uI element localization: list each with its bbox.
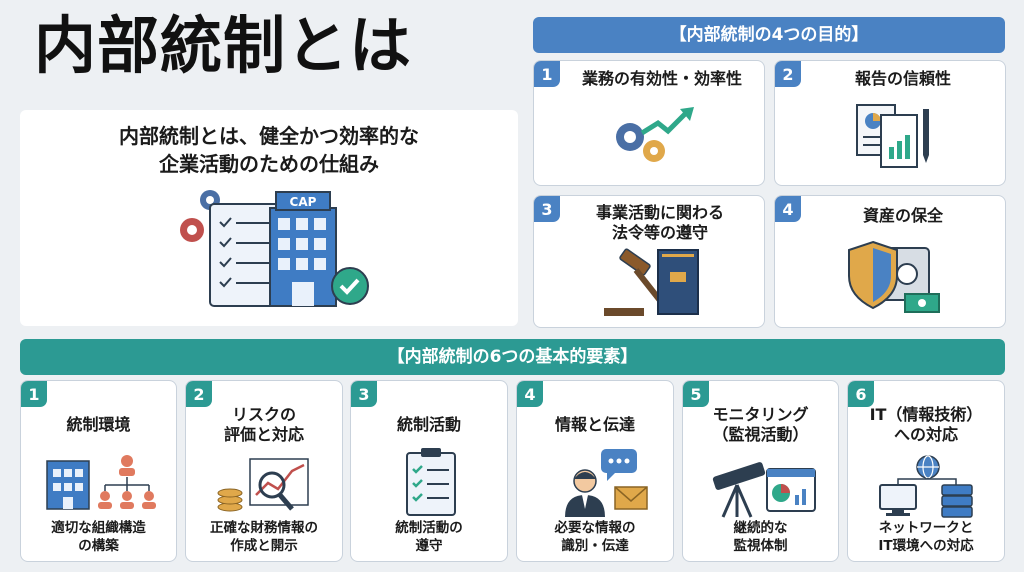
element-card-2: 2 リスクの 評価と対応 正確な財務情報の 作成と開示 — [185, 380, 343, 562]
element-card-1: 1 統制環境 適切な組織構造 の構築 — [20, 380, 177, 562]
purpose-card-4: 4 資産の保全 — [774, 195, 1006, 328]
element-title: モニタリング （監視活動） — [712, 405, 809, 444]
building-checklist-icon: CAP — [180, 190, 369, 307]
element-caption: ネットワークと IT環境への対応 — [878, 520, 974, 554]
purpose-number: 2 — [775, 61, 801, 87]
element-card-3: 3 統制活動 統制活動の 遵守 — [350, 380, 508, 562]
definition-panel: 内部統制とは、健全かつ効率的な 企業活動のための仕組み CAP — [20, 110, 518, 326]
element-card-6: 6 IT（情報技術） への対応 ネットワークと IT環境への対応 — [847, 380, 1005, 562]
element-number: 2 — [186, 381, 212, 407]
element-card-4: 4 情報と伝達 必要な情報の 識別・伝達 — [516, 380, 674, 562]
purpose-label: 事業活動に関わる 法令等の遵守 — [595, 203, 724, 242]
purpose-number: 1 — [534, 61, 560, 87]
purpose-card-3: 3 事業活動に関わる 法令等の遵守 — [533, 195, 765, 328]
purpose-label: 業務の有効性・効率性 — [581, 69, 742, 88]
gavel-law-book-icon — [604, 248, 699, 316]
element-title: IT（情報技術） への対応 — [869, 405, 983, 444]
element-number: 3 — [351, 381, 377, 407]
element-title: 統制環境 — [66, 415, 131, 434]
report-documents-icon — [856, 104, 929, 168]
definition-line-1: 内部統制とは、健全かつ効率的な — [119, 124, 419, 148]
network-server-icon — [879, 455, 973, 518]
definition-line-2: 企業活動のための仕組み — [159, 152, 379, 176]
element-number: 5 — [683, 381, 709, 407]
organization-icon — [46, 455, 156, 510]
element-number: 4 — [517, 381, 543, 407]
purpose-label: 資産の保全 — [862, 206, 943, 225]
element-card-5: 5 モニタリング （監視活動） 継続的な 監視体制 — [682, 380, 839, 562]
elements-header: 【内部統制の6つの基本的要素】 — [20, 339, 1005, 375]
purpose-label: 報告の信頼性 — [854, 69, 951, 88]
page-title: 内部統制とは — [34, 9, 413, 82]
communication-icon — [565, 449, 648, 517]
shield-safe-icon — [848, 240, 940, 313]
element-caption: 正確な財務情報の 作成と開示 — [210, 520, 318, 554]
purposes-header: 【内部統制の4つの目的】 — [533, 17, 1005, 53]
purpose-card-1: 1 業務の有効性・効率性 — [533, 60, 765, 186]
element-caption: 適切な組織構造 の構築 — [51, 520, 146, 554]
gears-growth-icon — [616, 107, 694, 162]
element-number: 6 — [848, 381, 874, 407]
element-number: 1 — [21, 381, 47, 407]
telescope-monitor-icon — [712, 462, 816, 518]
element-caption: 統制活動の 遵守 — [395, 520, 463, 554]
building-label: CAP — [290, 195, 317, 209]
checklist-icon — [406, 448, 456, 516]
element-caption: 継続的な 監視体制 — [733, 520, 788, 554]
purpose-card-2: 2 報告の信頼性 — [774, 60, 1006, 186]
element-title: リスクの 評価と対応 — [223, 405, 304, 444]
element-title: 統制活動 — [396, 415, 461, 434]
element-caption: 必要な情報の 識別・伝達 — [554, 520, 636, 554]
purpose-number: 4 — [775, 196, 801, 222]
element-title: 情報と伝達 — [554, 415, 635, 434]
purpose-number: 3 — [534, 196, 560, 222]
risk-analysis-icon — [217, 458, 309, 512]
